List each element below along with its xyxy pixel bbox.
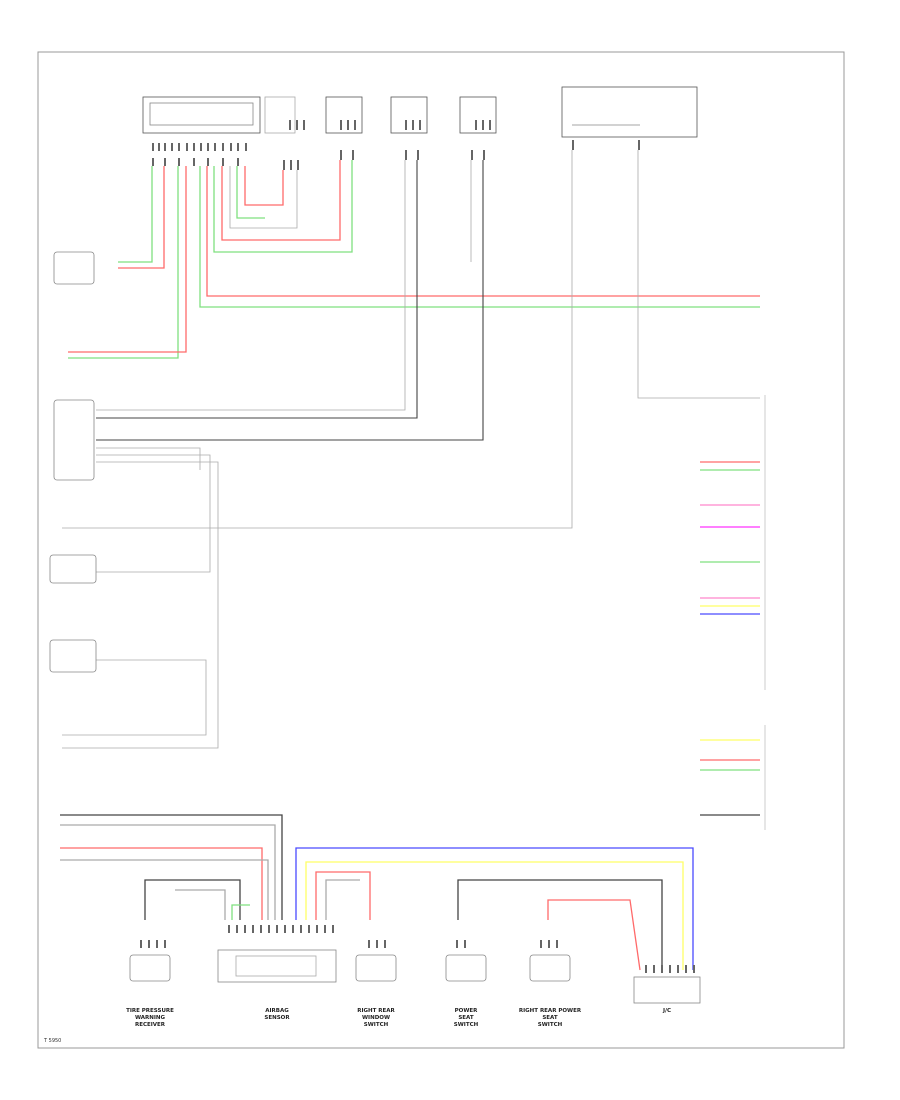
right-rear-window-switch-box [355,954,397,982]
junction-connector-bottom [633,976,701,1004]
component-box-2 [325,96,363,134]
power-seat-switch-box [445,954,487,982]
component-box-4 [459,96,497,134]
component-box-1 [264,96,296,134]
tire-pressure-receiver-box [129,954,171,982]
left-component-4 [49,639,97,673]
wires-black [96,160,484,441]
left-component-2 [53,399,95,481]
left-component-3 [49,554,97,584]
junction-connector-inner [149,102,254,126]
pin-marks-top [152,120,640,170]
bottom-component-boxes [129,949,701,1004]
wires-grey [62,150,760,749]
right-wire-stubs [700,461,760,816]
top-connector-group [142,86,698,138]
component-box-3 [390,96,428,134]
right-top-module [561,86,698,138]
wires-green [68,160,760,359]
airbag-sensor-inner [235,955,317,977]
right-rear-power-seat-switch-box [529,954,571,982]
left-component-1 [53,251,95,285]
label-junction-connector: J/C [662,1008,671,1014]
airbag-sensor-box [217,949,337,983]
wires-bottom [60,814,694,971]
junction-connector-main [142,96,261,134]
diagram-frame [37,51,845,1049]
footer-code: T 5950 [43,1038,61,1044]
left-components [49,251,97,673]
wires-red [68,160,760,353]
pin-marks-bottom [140,925,695,973]
